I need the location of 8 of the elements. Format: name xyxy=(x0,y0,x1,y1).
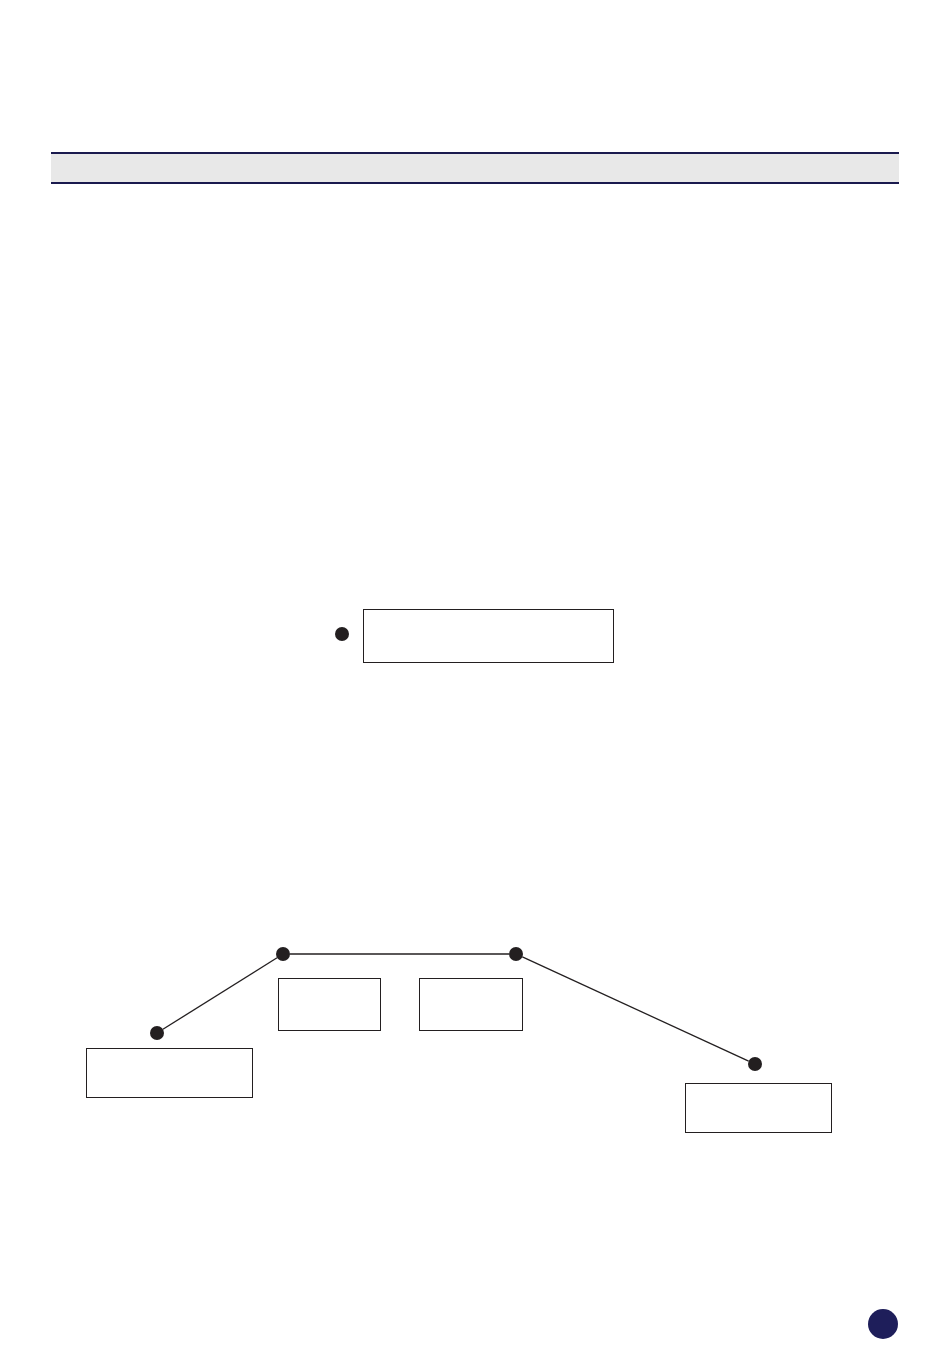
connector-line xyxy=(289,953,510,955)
empty-label-box xyxy=(363,609,614,663)
empty-label-box xyxy=(278,978,381,1031)
empty-label-box xyxy=(685,1083,832,1133)
empty-label-box xyxy=(86,1048,253,1098)
connector-line xyxy=(162,957,278,1030)
empty-label-box xyxy=(419,978,523,1031)
connector-line xyxy=(521,956,750,1062)
